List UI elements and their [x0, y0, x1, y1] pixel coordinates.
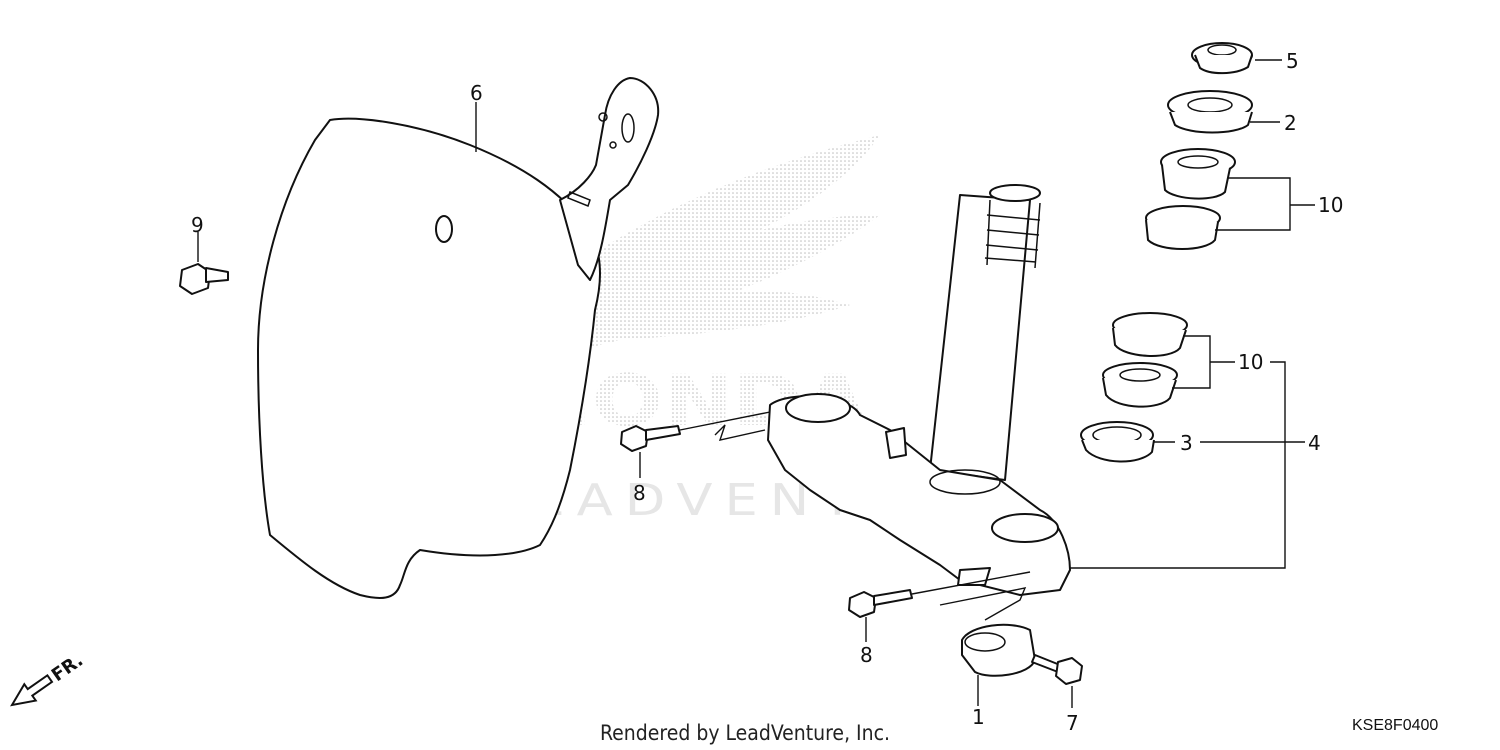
- bearing-stack: [1080, 42, 1253, 463]
- callout-3: 3: [1180, 431, 1193, 455]
- footer-credit: Rendered by LeadVenture, Inc.: [600, 721, 890, 745]
- diagram-code: KSE8F0400: [1352, 717, 1438, 734]
- callout-8-lower: 8: [860, 643, 873, 667]
- lower-triple-clamp: [767, 393, 1071, 596]
- callout-9: 9: [191, 213, 204, 237]
- front-direction-marker: FR.: [10, 650, 87, 707]
- callout-1: 1: [972, 705, 985, 729]
- callout-4: 4: [1308, 431, 1321, 455]
- callout-10-upper: 10: [1318, 193, 1343, 217]
- clamp-1: [961, 623, 1036, 677]
- bolt-8-lower: [848, 589, 913, 618]
- callout-2: 2: [1284, 111, 1297, 135]
- callout-6: 6: [470, 81, 483, 105]
- number-plate: [257, 77, 660, 599]
- watermark: HONDA LEADVENTURE: [490, 135, 1000, 526]
- leader-lines: [197, 59, 1315, 708]
- arrow-icon: [10, 673, 54, 707]
- bolt-8-upper: [620, 425, 681, 452]
- fr-label: FR.: [48, 650, 87, 686]
- callouts: 5 2 10 10 3 4 6 9 8 8 1 7: [191, 49, 1343, 735]
- bolt-9: [179, 263, 229, 295]
- wing-watermark: [525, 135, 880, 360]
- callout-10-lower: 10: [1238, 350, 1263, 374]
- bolt-7: [1031, 654, 1083, 685]
- callout-8-upper: 8: [633, 481, 646, 505]
- callout-7: 7: [1066, 711, 1079, 735]
- steering-stem: [929, 184, 1041, 481]
- callout-5: 5: [1286, 49, 1299, 73]
